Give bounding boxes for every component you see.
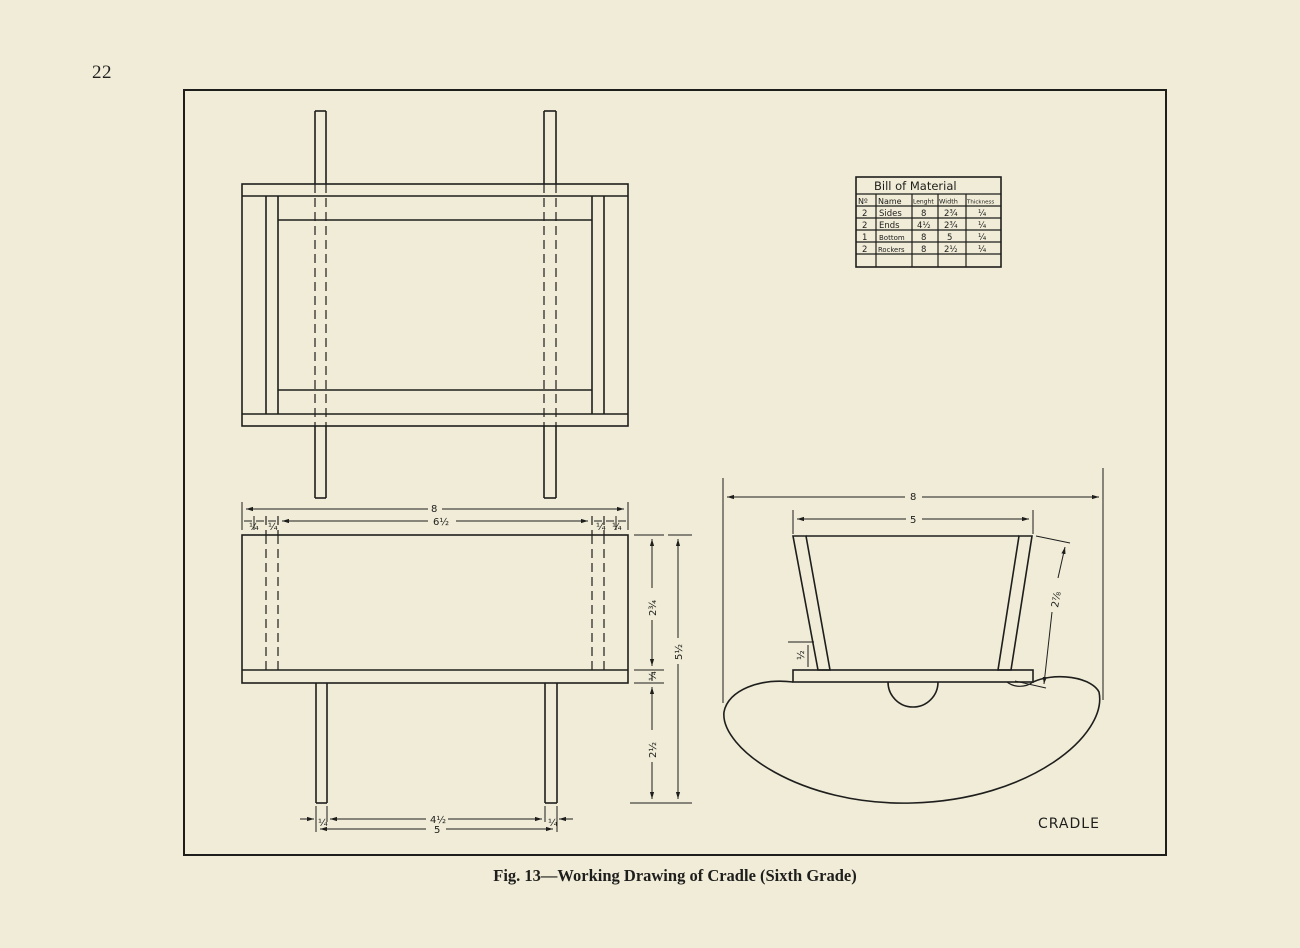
dim-end-top-width: 5 bbox=[910, 515, 916, 526]
dim-rocker-thickness-right: ¼ bbox=[548, 817, 558, 829]
dim-bottom-thickness: ¼ bbox=[647, 671, 659, 681]
dim-right-end: ¼ bbox=[612, 521, 622, 533]
dim-side-height: 2¾ bbox=[648, 600, 659, 616]
page-number: 22 bbox=[92, 62, 112, 83]
bom-cell: ¼ bbox=[978, 245, 986, 255]
bom-cell: 4½ bbox=[917, 221, 931, 231]
bom-cell: 2¾ bbox=[944, 221, 958, 231]
bom-cell: ¼ bbox=[978, 221, 986, 231]
dim-overall-length: 8 bbox=[431, 504, 437, 515]
bom-cell: 8 bbox=[921, 233, 926, 243]
dim-rocker-thickness-left: ¼ bbox=[318, 817, 328, 829]
bom-cell: 2¾ bbox=[944, 209, 958, 219]
end-view-dimension-labels: 8 5 2⅞ ½ bbox=[795, 492, 1064, 660]
drawing-title: CRADLE bbox=[1038, 816, 1100, 832]
side-view-dimension-labels: 8 6½ ¼ ¼ ¼ ¼ 2¾ ¼ 5½ 2½ 4½ ¼ ¼ 5 bbox=[249, 504, 685, 836]
bom-cell: Bottom bbox=[879, 234, 905, 242]
dim-end-slant-length: 2⅞ bbox=[1050, 590, 1064, 608]
bom-cell: Rockers bbox=[878, 246, 905, 254]
drawing-border bbox=[183, 89, 1167, 856]
bom-header-name: Name bbox=[878, 197, 902, 206]
bom-cell: 5 bbox=[947, 233, 952, 243]
bom-cell: 2 bbox=[862, 221, 867, 231]
bom-cell: 8 bbox=[921, 245, 926, 255]
bom-cell: 2 bbox=[862, 209, 867, 219]
dim-rocker-outer: 5 bbox=[434, 825, 440, 836]
bom-title: Bill of Material bbox=[874, 179, 957, 193]
bom-header-thickness: Thickness bbox=[966, 200, 994, 206]
bom-header-width: Width bbox=[939, 198, 958, 206]
bom-cell: 2 bbox=[862, 245, 867, 255]
top-view bbox=[241, 110, 629, 499]
end-view-dimensions bbox=[722, 468, 1104, 703]
bill-of-material-table bbox=[855, 176, 1002, 268]
dim-rocker-spacing: 4½ bbox=[430, 814, 446, 826]
figure-caption: Fig. 13—Working Drawing of Cradle (Sixth… bbox=[493, 866, 857, 885]
side-view-dimensions bbox=[241, 502, 692, 832]
bom-header-length: Lenght bbox=[913, 199, 934, 206]
bom-cell: 8 bbox=[921, 209, 926, 219]
dim-left-end: ¼ bbox=[249, 521, 259, 533]
dim-inner-length: 6½ bbox=[433, 516, 449, 528]
bom-cell: Ends bbox=[879, 221, 900, 231]
bom-cell: Sides bbox=[879, 209, 902, 219]
dim-rocker-height: 2½ bbox=[647, 742, 659, 758]
bom-header-no: Nº bbox=[858, 197, 868, 206]
bom-text: Bill of Material Nº Name Lenght Width Th… bbox=[858, 179, 994, 255]
dim-end-overall-width: 8 bbox=[910, 492, 916, 503]
bom-cell: 1 bbox=[862, 233, 867, 243]
dim-left-inset: ¼ bbox=[268, 521, 278, 533]
dim-end-bottom-inset: ½ bbox=[795, 650, 807, 660]
side-view bbox=[241, 516, 629, 804]
bom-cell: ¼ bbox=[978, 209, 986, 219]
bom-cell: 2½ bbox=[944, 245, 958, 255]
dim-right-inset: ¼ bbox=[596, 521, 606, 533]
bom-cell: ¼ bbox=[978, 233, 986, 243]
end-view bbox=[723, 535, 1101, 804]
dim-overall-height: 5½ bbox=[673, 644, 685, 660]
